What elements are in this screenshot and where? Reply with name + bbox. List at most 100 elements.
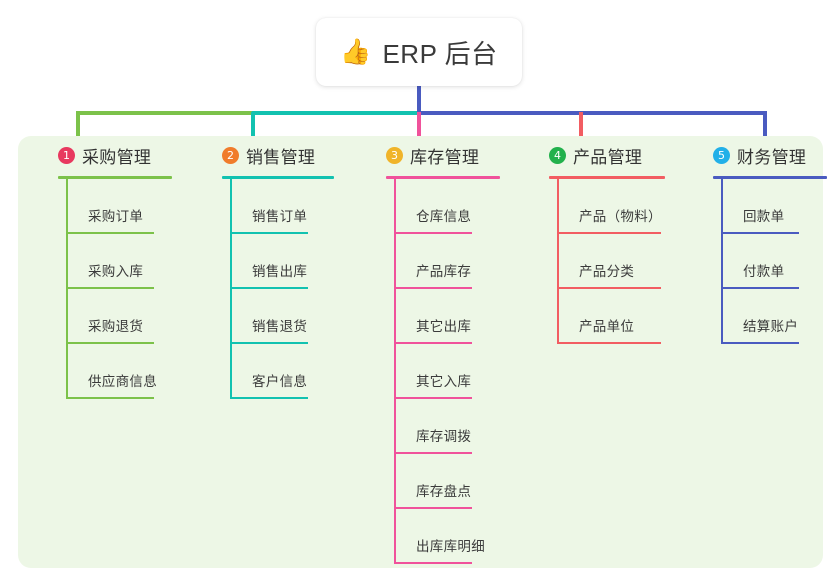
leaf-label: 产品（物料） <box>579 209 662 224</box>
branch-column-5: 5 财务管理回款单付款单结算账户 <box>691 142 827 344</box>
branch-items-2: 销售订单销售出库销售退货客户信息 <box>230 179 334 399</box>
leaf-underline <box>394 397 472 399</box>
leaf-item[interactable]: 仓库信息 <box>394 179 500 234</box>
leaf-label: 仓库信息 <box>416 209 472 224</box>
branch-spine-4 <box>557 179 559 344</box>
leaf-label: 结算账户 <box>743 319 799 334</box>
branch-underline-3 <box>386 176 500 179</box>
leaf-label: 销售订单 <box>252 209 308 224</box>
leaf-label: 采购入库 <box>88 264 144 279</box>
branch-column-3: 3 库存管理仓库信息产品库存其它出库其它入库库存调拨库存盘点出库库明细 <box>364 142 500 564</box>
leaf-label: 出库库明细 <box>416 539 485 554</box>
branch-items-5: 回款单付款单结算账户 <box>721 179 827 344</box>
leaf-label: 其它出库 <box>416 319 472 334</box>
leaf-label: 其它入库 <box>416 374 472 389</box>
leaf-underline <box>721 232 799 234</box>
branch-label-2: 销售管理 <box>246 147 316 167</box>
leaf-item[interactable]: 产品分类 <box>557 234 665 289</box>
leaf-label: 库存盘点 <box>416 484 472 499</box>
branch-items-1: 采购订单采购入库采购退货供应商信息 <box>66 179 172 399</box>
leaf-label: 客户信息 <box>252 374 308 389</box>
leaf-underline <box>394 232 472 234</box>
leaf-underline <box>394 342 472 344</box>
diagram-panel <box>18 136 823 568</box>
leaf-item[interactable]: 产品（物料） <box>557 179 665 234</box>
leaf-item[interactable]: 销售退货 <box>230 289 334 344</box>
leaf-underline <box>557 287 661 289</box>
leaf-item[interactable]: 采购订单 <box>66 179 172 234</box>
branch-header-4[interactable]: 4 产品管理 <box>527 142 665 168</box>
leaf-item[interactable]: 回款单 <box>721 179 827 234</box>
leaf-item[interactable]: 产品单位 <box>557 289 665 344</box>
branch-header-1[interactable]: 1 采购管理 <box>36 142 172 168</box>
leaf-item[interactable]: 销售出库 <box>230 234 334 289</box>
leaf-underline <box>230 342 308 344</box>
leaf-underline <box>230 287 308 289</box>
leaf-underline <box>66 232 154 234</box>
leaf-item[interactable]: 其它入库 <box>394 344 500 399</box>
leaf-label: 产品单位 <box>579 319 635 334</box>
branch-underline-4 <box>549 176 665 179</box>
branch-badge-2: 2 <box>222 146 239 164</box>
branch-header-3[interactable]: 3 库存管理 <box>364 142 500 168</box>
leaf-item[interactable]: 产品库存 <box>394 234 500 289</box>
branch-items-4: 产品（物料） 产品分类产品单位 <box>557 179 665 344</box>
leaf-underline <box>230 397 308 399</box>
leaf-item[interactable]: 客户信息 <box>230 344 334 399</box>
root-node[interactable]: 👍 ERP 后台 <box>316 18 522 86</box>
leaf-label: 销售出库 <box>252 264 308 279</box>
branch-items-3: 仓库信息产品库存其它出库其它入库库存调拨库存盘点出库库明细 <box>394 179 500 564</box>
branch-header-5[interactable]: 5 财务管理 <box>691 142 827 168</box>
leaf-underline <box>394 562 472 564</box>
branch-label-5: 财务管理 <box>737 147 807 167</box>
leaf-item[interactable]: 库存盘点 <box>394 454 500 509</box>
branch-underline-1 <box>58 176 172 179</box>
leaf-label: 库存调拨 <box>416 429 472 444</box>
leaf-underline <box>66 342 154 344</box>
leaf-label: 销售退货 <box>252 319 308 334</box>
branch-label-4: 产品管理 <box>573 147 643 167</box>
leaf-item[interactable]: 库存调拨 <box>394 399 500 454</box>
leaf-underline <box>394 287 472 289</box>
branch-column-1: 1 采购管理采购订单采购入库采购退货供应商信息 <box>36 142 172 399</box>
leaf-underline <box>394 452 472 454</box>
leaf-underline <box>230 232 308 234</box>
leaf-item[interactable]: 供应商信息 <box>66 344 172 399</box>
branch-spine-3 <box>394 179 396 564</box>
leaf-item[interactable]: 销售订单 <box>230 179 334 234</box>
leaf-item[interactable]: 出库库明细 <box>394 509 500 564</box>
branch-badge-5: 5 <box>713 146 730 164</box>
leaf-underline <box>721 287 799 289</box>
branch-underline-5 <box>713 176 827 179</box>
leaf-underline <box>66 397 154 399</box>
leaf-underline <box>394 507 472 509</box>
leaf-item[interactable]: 付款单 <box>721 234 827 289</box>
leaf-label: 产品库存 <box>416 264 472 279</box>
leaf-underline <box>721 342 799 344</box>
leaf-label: 供应商信息 <box>88 374 157 389</box>
branch-column-2: 2 销售管理销售订单销售出库销售退货客户信息 <box>200 142 334 399</box>
leaf-label: 采购退货 <box>88 319 144 334</box>
leaf-label: 产品分类 <box>579 264 635 279</box>
branch-badge-4: 4 <box>549 146 566 164</box>
branch-spine-1 <box>66 179 68 399</box>
branch-column-4: 4 产品管理产品（物料） 产品分类产品单位 <box>527 142 665 344</box>
branch-header-2[interactable]: 2 销售管理 <box>200 142 334 168</box>
leaf-item[interactable]: 采购退货 <box>66 289 172 344</box>
branch-spine-2 <box>230 179 232 399</box>
leaf-underline <box>557 342 661 344</box>
leaf-label: 采购订单 <box>88 209 144 224</box>
leaf-underline <box>557 232 661 234</box>
branch-badge-1: 1 <box>58 146 75 164</box>
leaf-item[interactable]: 结算账户 <box>721 289 827 344</box>
root-title: ERP 后台 <box>382 38 498 69</box>
branch-label-1: 采购管理 <box>82 147 152 167</box>
leaf-label: 回款单 <box>743 209 785 224</box>
leaf-underline <box>66 287 154 289</box>
branch-badge-3: 3 <box>386 146 403 164</box>
branch-label-3: 库存管理 <box>410 147 480 167</box>
leaf-item[interactable]: 其它出库 <box>394 289 500 344</box>
leaf-label: 付款单 <box>743 264 785 279</box>
leaf-item[interactable]: 采购入库 <box>66 234 172 289</box>
